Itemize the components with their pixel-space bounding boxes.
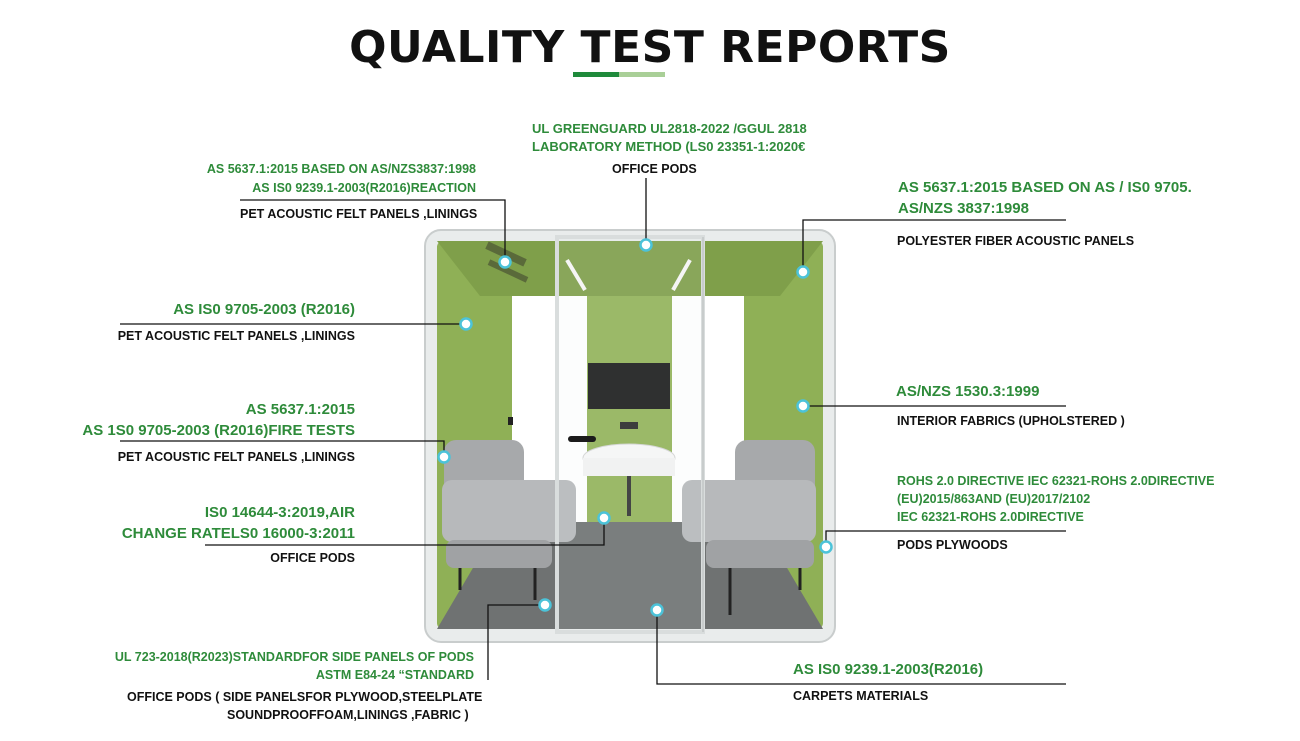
tv-screen — [588, 363, 670, 409]
left-sofa-front — [446, 540, 552, 568]
callout-right3-label: PODS PLYWOODS — [897, 538, 1008, 552]
callout-right1: AS 5637.1:2015 BASED ON AS / IS0 9705. A… — [898, 177, 1192, 219]
callout-left2-label: PET ACOUSTIC FELT PANELS ,LININGS — [117, 329, 355, 343]
callout-left3-green-2: AS 1S0 9705-2003 (R2016)FIRE TESTS — [82, 422, 355, 439]
callout-left5-label-1: OFFICE PODS ( SIDE PANELSFOR PLYWOOD,STE… — [127, 690, 483, 704]
marker-top — [639, 238, 653, 252]
callout-right2-green-1: AS/NZS 1530.3:1999 — [896, 383, 1040, 400]
callout-left3-green-1: AS 5637.1:2015 — [245, 401, 355, 418]
callout-left1-label: PET ACOUSTIC FELT PANELS ,LININGS — [240, 207, 478, 221]
callout-left4-green-1: IS0 14644-3:2019,AIR — [204, 504, 355, 521]
right-sofa-seat — [682, 480, 816, 542]
callout-left2-green-1: AS IS0 9705-2003 (R2016) — [173, 301, 355, 318]
marker-left2 — [459, 317, 473, 331]
callout-right4-label: CARPETS MATERIALS — [793, 689, 929, 703]
marker-right1 — [796, 265, 810, 279]
callout-right3-green-3: IEC 62321-ROHS 2.0DIRECTIVE — [897, 510, 1084, 524]
callout-top: UL GREENGUARD UL2818-2022 /GGUL 2818 LAB… — [532, 120, 807, 176]
callout-right4-green-1: AS IS0 9239.1-2003(R2016) — [793, 661, 984, 678]
callout-left5: UL 723-2018(R2023)STANDARDFOR SIDE PANEL… — [115, 648, 474, 684]
callout-left3-label: PET ACOUSTIC FELT PANELS ,LININGS — [117, 450, 355, 464]
marker-left3 — [437, 450, 451, 464]
callout-right1-label: POLYESTER FIBER ACOUSTIC PANELS — [897, 234, 1135, 248]
callout-right1-green-2: AS/NZS 3837:1998 — [898, 200, 1029, 217]
callout-right2-label: INTERIOR FABRICS (UPHOLSTERED ) — [897, 414, 1125, 428]
callout-left5-label-2: SOUNDPROOFFOAM,LININGS ,FABRIC ) — [227, 708, 469, 722]
marker-right3 — [819, 540, 833, 554]
callout-left5-green-2: ASTM E84-24 “STANDARD — [315, 668, 474, 682]
callout-left4-green-2: CHANGE RATELS0 16000-3:2011 — [121, 525, 355, 542]
callout-left1: AS 5637.1:2015 BASED ON AS/NZS3837:1998 … — [207, 160, 476, 198]
table-edge — [583, 458, 675, 476]
callout-top-green-2: LABORATORY METHOD (LS0 23351-1:2020€ — [532, 139, 806, 154]
left-sofa-seat — [442, 480, 576, 542]
title-underline-light — [619, 72, 665, 77]
callout-left4-label: OFFICE PODS — [270, 551, 355, 565]
callout-left3: AS 5637.1:2015 AS 1S0 9705-2003 (R2016)F… — [82, 399, 355, 441]
callout-right1-green-1: AS 5637.1:2015 BASED ON AS / IS0 9705. — [898, 179, 1192, 196]
marker-right4 — [650, 603, 664, 617]
pod-ceiling — [437, 241, 823, 296]
callout-right3-green-2: (EU)2015/863AND (EU)2017/2102 — [897, 492, 1091, 506]
marker-left5 — [538, 598, 552, 612]
title-underline-dark — [573, 72, 619, 77]
callout-left5-label: OFFICE PODS ( SIDE PANELSFOR PLYWOOD,STE… — [127, 688, 482, 724]
callout-top-green-1: UL GREENGUARD UL2818-2022 /GGUL 2818 — [532, 121, 807, 136]
callout-right3: ROHS 2.0 DIRECTIVE IEC 62321-ROHS 2.0DIR… — [897, 472, 1214, 526]
right-sofa-front — [706, 540, 814, 568]
callout-top-label: OFFICE PODS — [612, 162, 697, 176]
door-handle — [568, 436, 596, 442]
callout-left4: IS0 14644-3:2019,AIR CHANGE RATELS0 1600… — [122, 502, 355, 544]
table-leg — [627, 476, 631, 516]
marker-left1 — [498, 255, 512, 269]
callout-left1-green-1: AS 5637.1:2015 BASED ON AS/NZS3837:1998 — [206, 162, 476, 176]
callout-left5-green-1: UL 723-2018(R2023)STANDARDFOR SIDE PANEL… — [114, 650, 474, 664]
callout-left1-green-2: AS IS0 9239.1-2003(R2016)REACTION — [252, 181, 476, 195]
callout-right3-green-1: ROHS 2.0 DIRECTIVE IEC 62321-ROHS 2.0DIR… — [897, 474, 1215, 488]
marker-left4 — [597, 511, 611, 525]
marker-right2 — [796, 399, 810, 413]
page-title: QUALITY TEST REPORTS — [349, 22, 951, 73]
power-outlet — [620, 422, 638, 429]
glass-door — [555, 235, 705, 634]
